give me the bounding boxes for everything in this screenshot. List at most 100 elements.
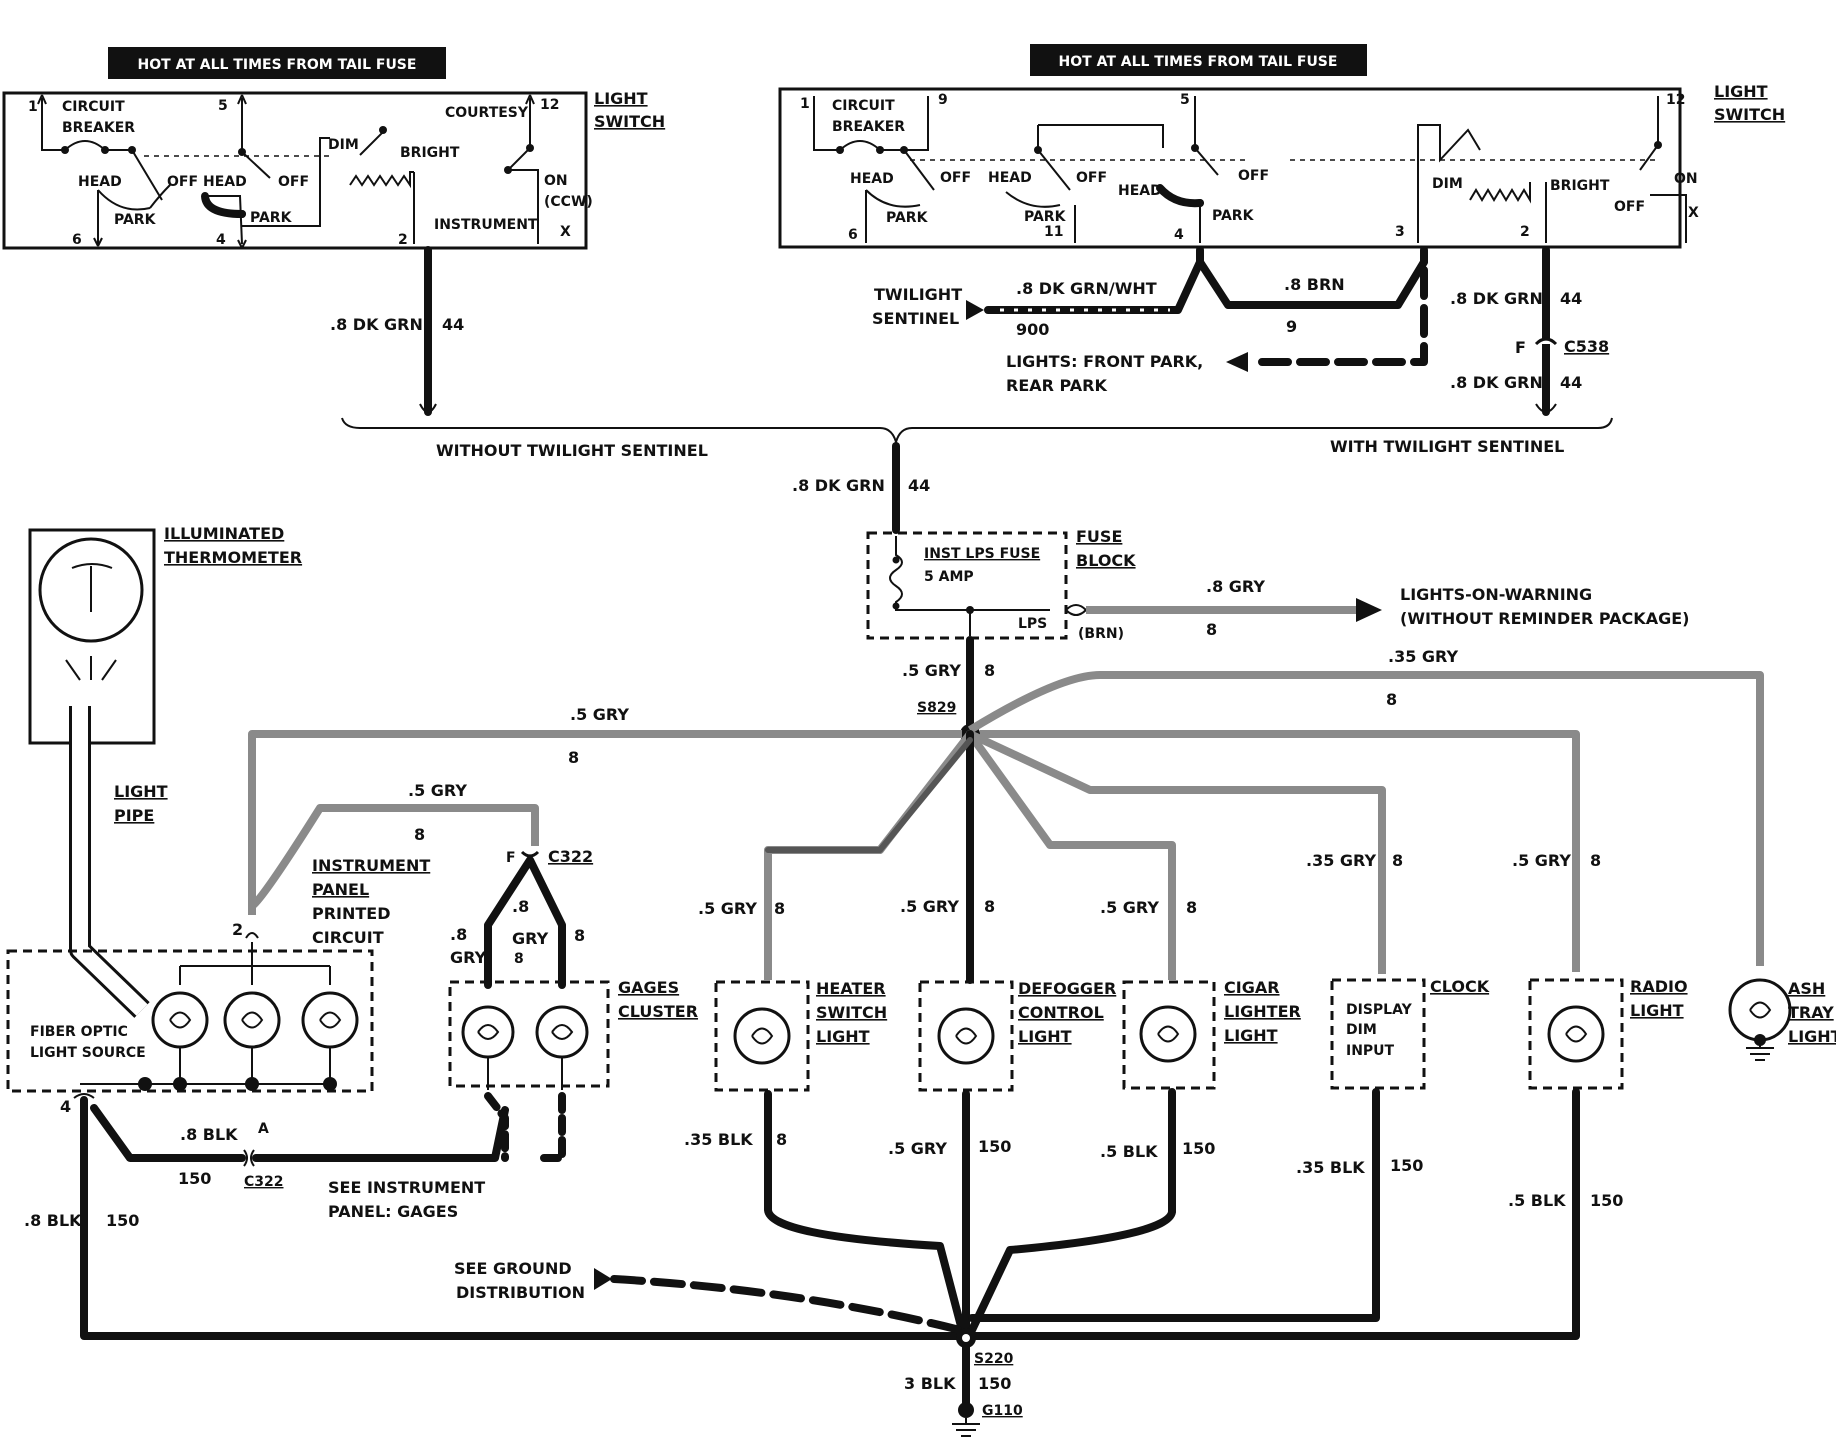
gages-ground-wires (484, 1092, 566, 1162)
clock: .35 GRY 8 DISPLAY DIM INPUT CLOCK .35 BL… (968, 851, 1490, 1322)
s220-label: S220 (974, 1351, 1014, 1367)
left-breaker-path (41, 98, 132, 151)
right-rheostat (1469, 182, 1531, 204)
ash-bulb (1728, 978, 1792, 1042)
right-contact (1034, 146, 1042, 154)
left-banner-text: HOT AT ALL TIMES FROM TAIL FUSE (138, 57, 417, 73)
radio-feed (980, 730, 1580, 972)
clock-top-wire: .35 GRY (1306, 851, 1376, 870)
see-instrument-2: PANEL: GAGES (328, 1202, 458, 1221)
heater-ground-wire (764, 1090, 966, 1334)
ground-dist-arrow (594, 1268, 612, 1290)
left-pin-12: 12 (540, 97, 559, 113)
right-grn-label-b: .8 DK GRN (1450, 373, 1543, 392)
right-contact (876, 146, 884, 154)
g110-node (958, 1402, 974, 1418)
ipc-ground-node (173, 1077, 187, 1091)
cigar-box (1122, 980, 1216, 1090)
gages-feed-wire (249, 804, 539, 910)
fiber-ground-label: .8 BLK (24, 1211, 82, 1230)
illuminated-thermometer: ILLUMINATED THERMOMETER LIGHT PIPE (28, 524, 302, 1018)
right-wire-end (1535, 403, 1557, 413)
ipc-filaments (169, 1011, 342, 1029)
left-breaker-label: BREAKER (62, 120, 135, 136)
front-park-wire (1246, 266, 1428, 366)
heater-title-1: HEATER (816, 979, 886, 998)
ipc-ground-bus (80, 1047, 331, 1085)
fuse-block-title-1: FUSE (1076, 527, 1122, 546)
option-bracket: WITHOUT TWILIGHT SENTINEL WITH TWILIGHT … (341, 417, 1613, 460)
gages-w2b: GRY (512, 929, 549, 948)
defog-title-2: CONTROL (1018, 1003, 1104, 1022)
right-dim: DIM (1432, 176, 1463, 192)
gages-bulb-2 (535, 1005, 589, 1059)
g110-ground-symbol (952, 1418, 980, 1437)
ipc-pin-2: 2 (232, 920, 243, 939)
left-instrument: INSTRUMENT (434, 217, 538, 233)
heater-switch-light: .5 GRY 8 HEATER SWITCH LIGHT .35 BLK 8 (684, 899, 966, 1334)
right-banner-text: HOT AT ALL TIMES FROM TAIL FUSE (1059, 54, 1338, 70)
c322-ground-wire (90, 1104, 509, 1162)
right-park-2: PARK (1024, 209, 1067, 225)
right-pin-9: 9 (938, 92, 948, 108)
right-head1-contacts (865, 149, 935, 243)
right-switch-title-2: SWITCH (1714, 105, 1785, 124)
fiber-pin-4: 4 (60, 1097, 71, 1116)
brn-cavity-label: (BRN) (1078, 626, 1124, 642)
right-pin-1: 1 (800, 96, 810, 112)
twilight-sentinel-wiring: TWILIGHT SENTINEL .8 DK GRN/WHT 900 .8 B… (872, 246, 1609, 416)
right-head-3: HEAD (1118, 183, 1162, 199)
fuse-terminal (892, 556, 900, 564)
right-x: X (1688, 205, 1699, 221)
heater-bot-wire: .35 BLK (684, 1130, 753, 1149)
clock-input: INPUT (1346, 1043, 1395, 1059)
ipc-bus (179, 942, 331, 985)
warning-arrow (1356, 598, 1382, 622)
left-switch-title-1: LIGHT (594, 89, 648, 108)
radio-title-2: LIGHT (1630, 1001, 1684, 1020)
fiber-label-1: FIBER OPTIC (30, 1024, 128, 1040)
cigar-title-2: LIGHTER (1224, 1002, 1301, 1021)
radio-top-num: 8 (1590, 851, 1601, 870)
right-head-2: HEAD (988, 170, 1032, 186)
defog-top-wire: .5 GRY (900, 897, 959, 916)
right-pin3-line (1417, 124, 1481, 243)
cigar-top-num: 8 (1186, 898, 1197, 917)
left-off-1: OFF (167, 174, 198, 190)
c322-a-connector (243, 1149, 255, 1167)
left-wire-num: 44 (442, 315, 464, 334)
ipc-ground-node (245, 1077, 259, 1091)
left-rheostat (349, 171, 414, 189)
c538-connector (1534, 337, 1558, 346)
ground-wire-label: 3 BLK (904, 1374, 956, 1393)
clock-box (1330, 978, 1426, 1090)
left-contact (61, 146, 69, 154)
see-ground-1: SEE GROUND (454, 1259, 572, 1278)
ash-feed-num: 8 (1386, 690, 1397, 709)
right-pin-5: 5 (1180, 92, 1190, 108)
left-contact (379, 126, 387, 134)
right-breaker-label: BREAKER (832, 119, 905, 135)
right-contact (1191, 144, 1199, 152)
lights-front-park: LIGHTS: FRONT PARK, (1006, 352, 1203, 371)
clock-ground-wire (968, 1088, 1380, 1322)
left-ccw: (CCW) (544, 194, 593, 210)
defog-top-num: 8 (984, 897, 995, 916)
gages-w2: .8 (512, 897, 529, 916)
left-output-wire: .8 DK GRN 44 (330, 246, 464, 416)
gages-c322-connector (520, 850, 540, 858)
gages-bulb-1 (461, 1005, 515, 1059)
see-ground-2: DISTRIBUTION (456, 1283, 585, 1302)
right-grn-label-a: .8 DK GRN (1450, 289, 1543, 308)
cigar-title-3: LIGHT (1224, 1026, 1278, 1045)
heater-box (714, 980, 810, 1092)
right-switch-box (778, 87, 1682, 249)
gages-c322-label: C322 (548, 847, 593, 866)
thermometer-title-2: THERMOMETER (164, 548, 302, 567)
radio-top-wire: .5 GRY (1512, 851, 1571, 870)
left-contact (238, 148, 246, 156)
thermometer-rays (65, 656, 117, 681)
cigar-top-wire: .5 GRY (1100, 898, 1159, 917)
left-gry-feed (248, 730, 962, 915)
